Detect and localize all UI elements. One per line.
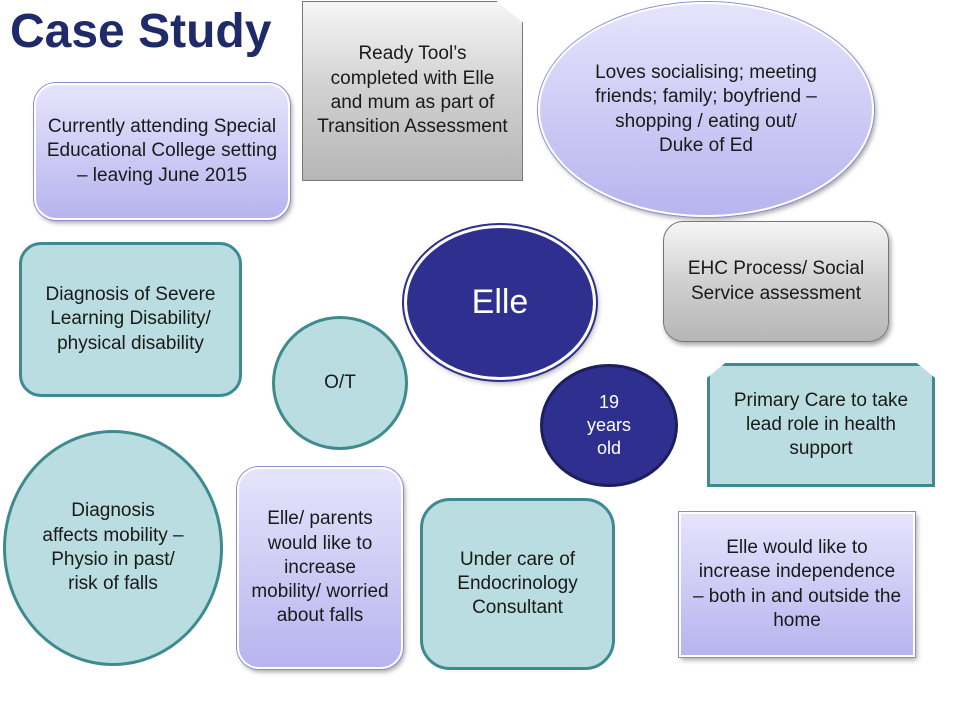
node-ready-tools: Ready Tool’s completed with Elle and mum…	[302, 1, 523, 181]
node-college-text: Currently attending Special Educational …	[46, 116, 278, 186]
node-mobility-text: Diagnosis affects mobility – Physio in p…	[42, 500, 184, 595]
node-ehc-process: EHC Process/ Social Service assessment	[663, 221, 889, 342]
node-parents-text: Elle/ parents would like to increase mob…	[251, 508, 389, 627]
node-ehc-text: EHC Process/ Social Service assessment	[687, 258, 865, 304]
node-diagnosis-text: Diagnosis of Severe Learning Disability/…	[45, 284, 216, 354]
node-mobility: Diagnosis affects mobility – Physio in p…	[3, 430, 223, 666]
node-independence: Elle would like to increase independence…	[679, 512, 915, 657]
node-loves-socialising: Loves socialising; meeting friends; fami…	[538, 2, 874, 217]
node-primary-care-text: Primary Care to take lead role in health…	[733, 389, 909, 460]
center-node-elle: Elle	[404, 225, 596, 380]
node-endocrinology-text: Under care of Endocrinology Consultant	[457, 548, 578, 619]
node-diagnosis: Diagnosis of Severe Learning Disability/…	[19, 242, 242, 397]
node-parents-mobility: Elle/ parents would like to increase mob…	[237, 467, 403, 669]
node-age: 19 years old	[540, 364, 678, 487]
center-node-label: Elle	[471, 282, 529, 321]
node-ready-tools-text: Ready Tool’s completed with Elle and mum…	[317, 43, 508, 138]
node-ot: O/T	[272, 316, 408, 450]
node-primary-care: Primary Care to take lead role in health…	[707, 363, 935, 487]
node-loves-text: Loves socialising; meeting friends; fami…	[595, 61, 817, 156]
node-independence-text: Elle would like to increase independence…	[692, 536, 902, 631]
node-ot-text: O/T	[324, 371, 356, 393]
node-age-text: 19 years old	[586, 391, 631, 459]
node-endocrinology: Under care of Endocrinology Consultant	[420, 498, 615, 670]
page-title: Case Study	[10, 5, 272, 58]
node-college: Currently attending Special Educational …	[34, 83, 290, 220]
